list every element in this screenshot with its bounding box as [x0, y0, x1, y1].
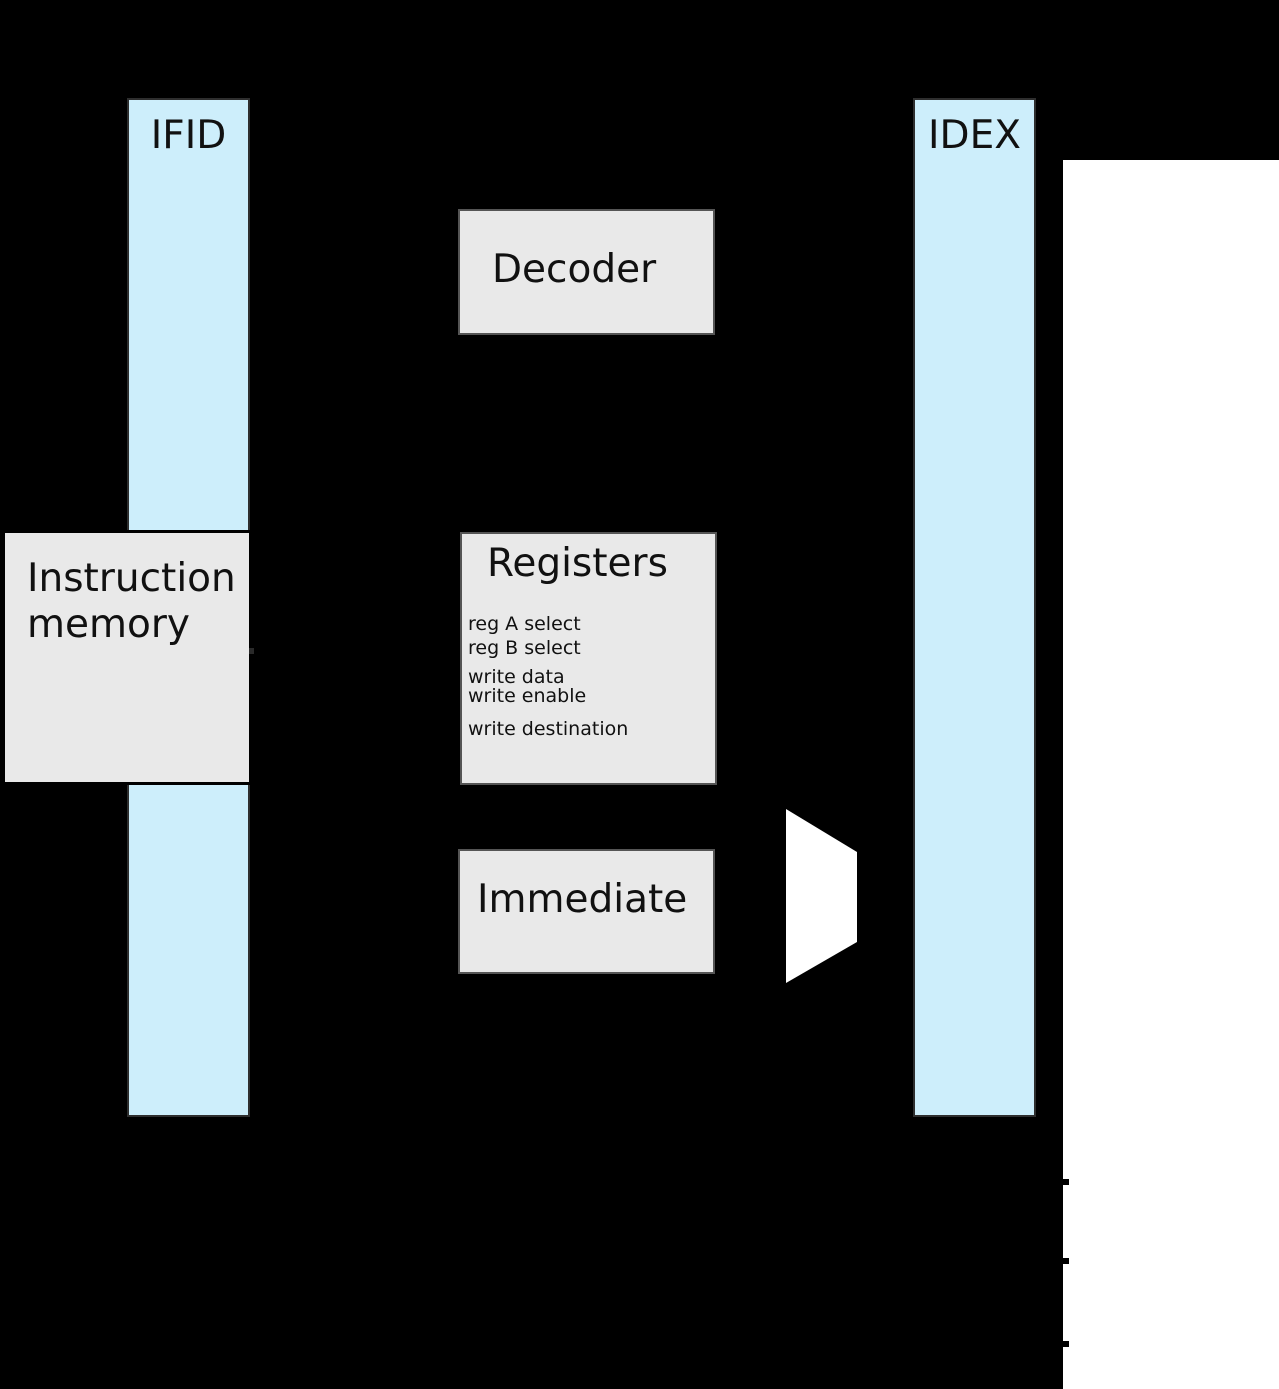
registers-port-write-data: write data: [468, 666, 565, 688]
instruction-memory-label: Instruction memory: [27, 556, 236, 648]
idex-label: IDEX: [928, 113, 1021, 158]
registers-port-write-enable: write enable: [468, 685, 587, 707]
ifid-label: IFID: [150, 113, 227, 158]
wire-stub-2: [1063, 1258, 1069, 1264]
instruction-memory-output-wire-stub: [249, 648, 254, 654]
decoder-block: [458, 209, 715, 335]
registers-block: [460, 532, 717, 785]
instruction-memory-block: [2, 530, 252, 785]
registers-port-reg-b-select: reg B select: [468, 637, 581, 659]
immediate-block: [458, 849, 715, 974]
wire-stub-3: [1063, 1341, 1069, 1347]
registers-port-reg-a-select: reg A select: [468, 613, 581, 635]
registers-label: Registers: [487, 541, 668, 586]
white-background-region: [1063, 160, 1279, 1389]
mux-shape: [786, 809, 857, 983]
immediate-label: Immediate: [477, 877, 688, 922]
decoder-label: Decoder: [492, 247, 657, 292]
registers-port-write-destination: write destination: [468, 718, 629, 740]
wire-stub-1: [1063, 1179, 1069, 1185]
idex-pipeline-register-bar: [913, 98, 1036, 1117]
